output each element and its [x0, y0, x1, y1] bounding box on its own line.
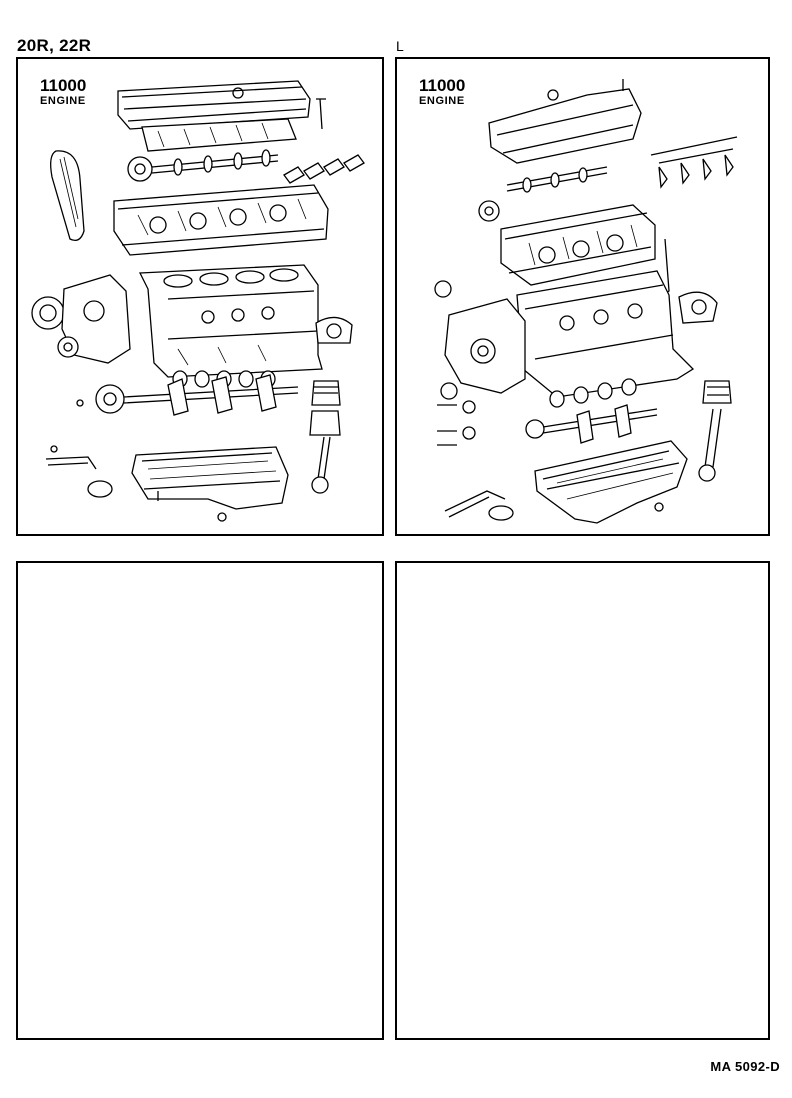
spark-plug-wires	[650, 136, 738, 189]
oil-strainer	[45, 456, 113, 498]
crankshaft	[525, 404, 658, 444]
oil-pan	[534, 440, 688, 524]
valve-cover	[488, 79, 642, 164]
empty-panel-left	[16, 561, 384, 1040]
part-name: ENGINE	[40, 95, 86, 107]
corner-mark: L	[396, 38, 404, 54]
camshaft	[127, 149, 279, 182]
reference-code: MA 5092-D	[710, 1059, 780, 1074]
part-code: 11000	[40, 76, 87, 95]
timing-cover	[444, 298, 526, 394]
empty-panel-right	[395, 561, 770, 1040]
water-pump	[31, 274, 131, 364]
engine-diagram-panel-left: 11000 ENGINE	[16, 57, 384, 536]
cylinder-head	[113, 184, 329, 256]
cylinder-block	[516, 270, 695, 398]
engine-model-label: 20R, 22R	[17, 36, 92, 55]
camshaft	[506, 166, 608, 193]
cylinder-block	[138, 264, 323, 378]
part-name: ENGINE	[419, 95, 465, 107]
main-bearings	[549, 378, 637, 408]
valve-cover	[117, 80, 311, 130]
camshaft-housing	[141, 118, 297, 152]
piston	[309, 380, 341, 436]
piston	[702, 380, 732, 404]
engine-exploded-illustration	[434, 79, 738, 524]
part-code: 11000	[419, 76, 466, 95]
crankshaft	[95, 374, 299, 416]
engine-diagram-panel-right: 11000 ENGINE	[395, 57, 770, 536]
oil-pan	[131, 446, 289, 510]
rocker-arms	[283, 154, 365, 184]
engine-exploded-illustration	[31, 80, 365, 522]
cylinder-head	[500, 204, 656, 286]
